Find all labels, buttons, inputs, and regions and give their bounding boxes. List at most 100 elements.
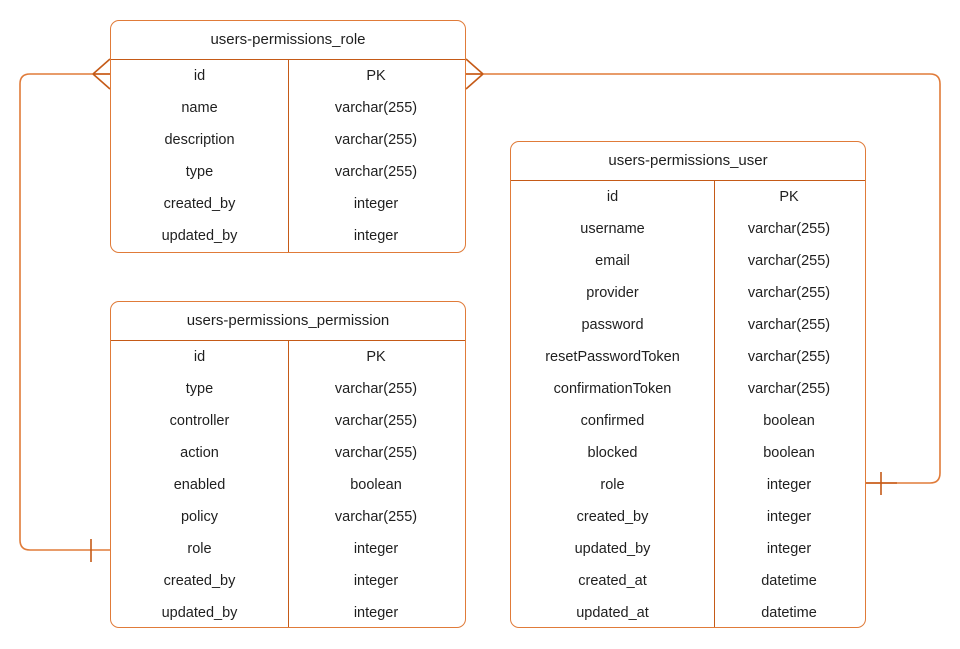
field-name: created_by [576, 509, 649, 525]
field-type: datetime [761, 605, 817, 621]
field-row: provider varchar(255) [511, 277, 865, 309]
field-row: policy varchar(255) [111, 501, 465, 533]
field-name: action [180, 445, 219, 461]
field-row: created_by integer [511, 501, 865, 533]
column-divider-user [714, 181, 715, 627]
field-name: name [181, 100, 218, 116]
field-name: id [606, 189, 619, 205]
crowsfoot-many-marker-role-right [465, 58, 484, 90]
field-name: id [193, 349, 206, 365]
field-name: policy [180, 509, 219, 525]
field-row: description varchar(255) [111, 124, 465, 156]
field-type: integer [353, 605, 399, 621]
entity-fields-user: id PK username varchar(255) email varcha… [511, 181, 865, 627]
entity-fields-permission: id PK type varchar(255) controller varch… [111, 341, 465, 627]
field-name: role [187, 541, 212, 557]
field-type: integer [766, 477, 812, 493]
field-name: updated_by [574, 541, 651, 557]
entity-title-user: users-permissions_user [511, 142, 865, 181]
field-row: created_at datetime [511, 565, 865, 597]
field-row: role integer [511, 469, 865, 501]
field-row: type varchar(255) [111, 156, 465, 188]
field-type: boolean [350, 477, 402, 493]
field-type: varchar(255) [747, 317, 831, 333]
field-type: PK [366, 68, 386, 84]
field-type: varchar(255) [747, 349, 831, 365]
field-row: id PK [511, 181, 865, 213]
field-row: updated_by integer [111, 597, 465, 627]
field-name: provider [586, 285, 639, 301]
field-type: integer [353, 196, 399, 212]
field-type: varchar(255) [334, 445, 418, 461]
field-name: created_by [163, 573, 236, 589]
field-name: email [595, 253, 630, 269]
field-name: blocked [587, 445, 638, 461]
field-name: id [193, 68, 206, 84]
field-type: integer [766, 509, 812, 525]
field-type: varchar(255) [747, 253, 831, 269]
field-name: controller [169, 413, 230, 429]
field-type: boolean [763, 413, 815, 429]
field-name: type [185, 381, 214, 397]
field-row: blocked boolean [511, 437, 865, 469]
entity-fields-role: id PK name varchar(255) description varc… [111, 60, 465, 252]
field-type: varchar(255) [334, 100, 418, 116]
field-type: varchar(255) [334, 509, 418, 525]
field-name: updated_by [161, 605, 238, 621]
column-divider-permission [288, 341, 289, 627]
crowsfoot-many-marker-role-left [92, 58, 111, 90]
field-type: varchar(255) [747, 221, 831, 237]
field-name: enabled [173, 477, 226, 493]
field-row: updated_at datetime [511, 597, 865, 627]
field-row: role integer [111, 533, 465, 565]
field-name: confirmed [580, 413, 645, 429]
field-row: confirmationToken varchar(255) [511, 373, 865, 405]
field-name: username [580, 221, 645, 237]
field-row: updated_by integer [511, 533, 865, 565]
field-row: username varchar(255) [511, 213, 865, 245]
field-type: datetime [761, 573, 817, 589]
field-row: controller varchar(255) [111, 405, 465, 437]
column-divider-role [288, 60, 289, 252]
entity-users-permissions-permission[interactable]: users-permissions_permission id PK type … [110, 301, 466, 628]
field-row: id PK [111, 60, 465, 92]
field-type: integer [353, 541, 399, 557]
field-type: varchar(255) [334, 413, 418, 429]
field-name: description [164, 132, 235, 148]
field-name: updated_at [576, 605, 649, 621]
field-row: confirmed boolean [511, 405, 865, 437]
field-row: email varchar(255) [511, 245, 865, 277]
field-type: PK [779, 189, 799, 205]
field-name: created_at [578, 573, 647, 589]
entity-users-permissions-user[interactable]: users-permissions_user id PK username va… [510, 141, 866, 628]
field-row: password varchar(255) [511, 309, 865, 341]
field-type: boolean [763, 445, 815, 461]
field-type: varchar(255) [747, 381, 831, 397]
field-row: name varchar(255) [111, 92, 465, 124]
field-row: action varchar(255) [111, 437, 465, 469]
field-name: created_by [163, 196, 236, 212]
field-row: enabled boolean [111, 469, 465, 501]
field-name: updated_by [161, 228, 238, 244]
field-type: varchar(255) [334, 381, 418, 397]
field-row: id PK [111, 341, 465, 373]
entity-users-permissions-role[interactable]: users-permissions_role id PK name varcha… [110, 20, 466, 253]
field-name: resetPasswordToken [545, 349, 680, 365]
field-row: resetPasswordToken varchar(255) [511, 341, 865, 373]
field-type: varchar(255) [334, 164, 418, 180]
field-type: integer [353, 228, 399, 244]
one-marker-user-right [866, 472, 897, 495]
entity-title-permission: users-permissions_permission [111, 302, 465, 341]
relationship-permission-role[interactable] [19, 58, 111, 562]
entity-title-role: users-permissions_role [111, 21, 465, 60]
field-type: integer [353, 573, 399, 589]
field-name: confirmationToken [553, 381, 672, 397]
field-name: role [600, 477, 625, 493]
field-type: PK [366, 349, 386, 365]
field-row: created_by integer [111, 188, 465, 220]
field-type: varchar(255) [747, 285, 831, 301]
field-row: updated_by integer [111, 220, 465, 252]
field-row: created_by integer [111, 565, 465, 597]
connector-line-permission-role [19, 73, 110, 551]
